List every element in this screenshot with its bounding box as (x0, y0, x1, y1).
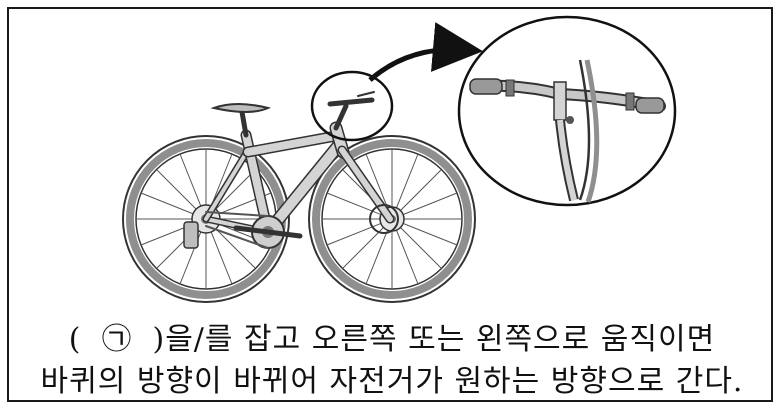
caption-line-1-text: )을/를 잡고 오른쪽 또는 왼쪽으로 움직이면 (152, 322, 716, 357)
handlebar-highlight-circle (310, 70, 394, 142)
bicycle-frame (183, 91, 399, 249)
handlebar-zoom-illustration (457, 15, 677, 207)
caption-line-1: ( ㉠ )을/를 잡고 오른쪽 또는 왼쪽으로 움직이면 (0, 314, 784, 358)
worksheet-frame (7, 7, 773, 402)
blank-marker: ㉠ (101, 322, 133, 357)
caption-open-paren: ( (68, 322, 82, 357)
arrow-icon (368, 22, 483, 82)
caption-line-2: 바퀴의 방향이 바뀌어 자전거가 원하는 방향으로 간다. (40, 364, 744, 399)
